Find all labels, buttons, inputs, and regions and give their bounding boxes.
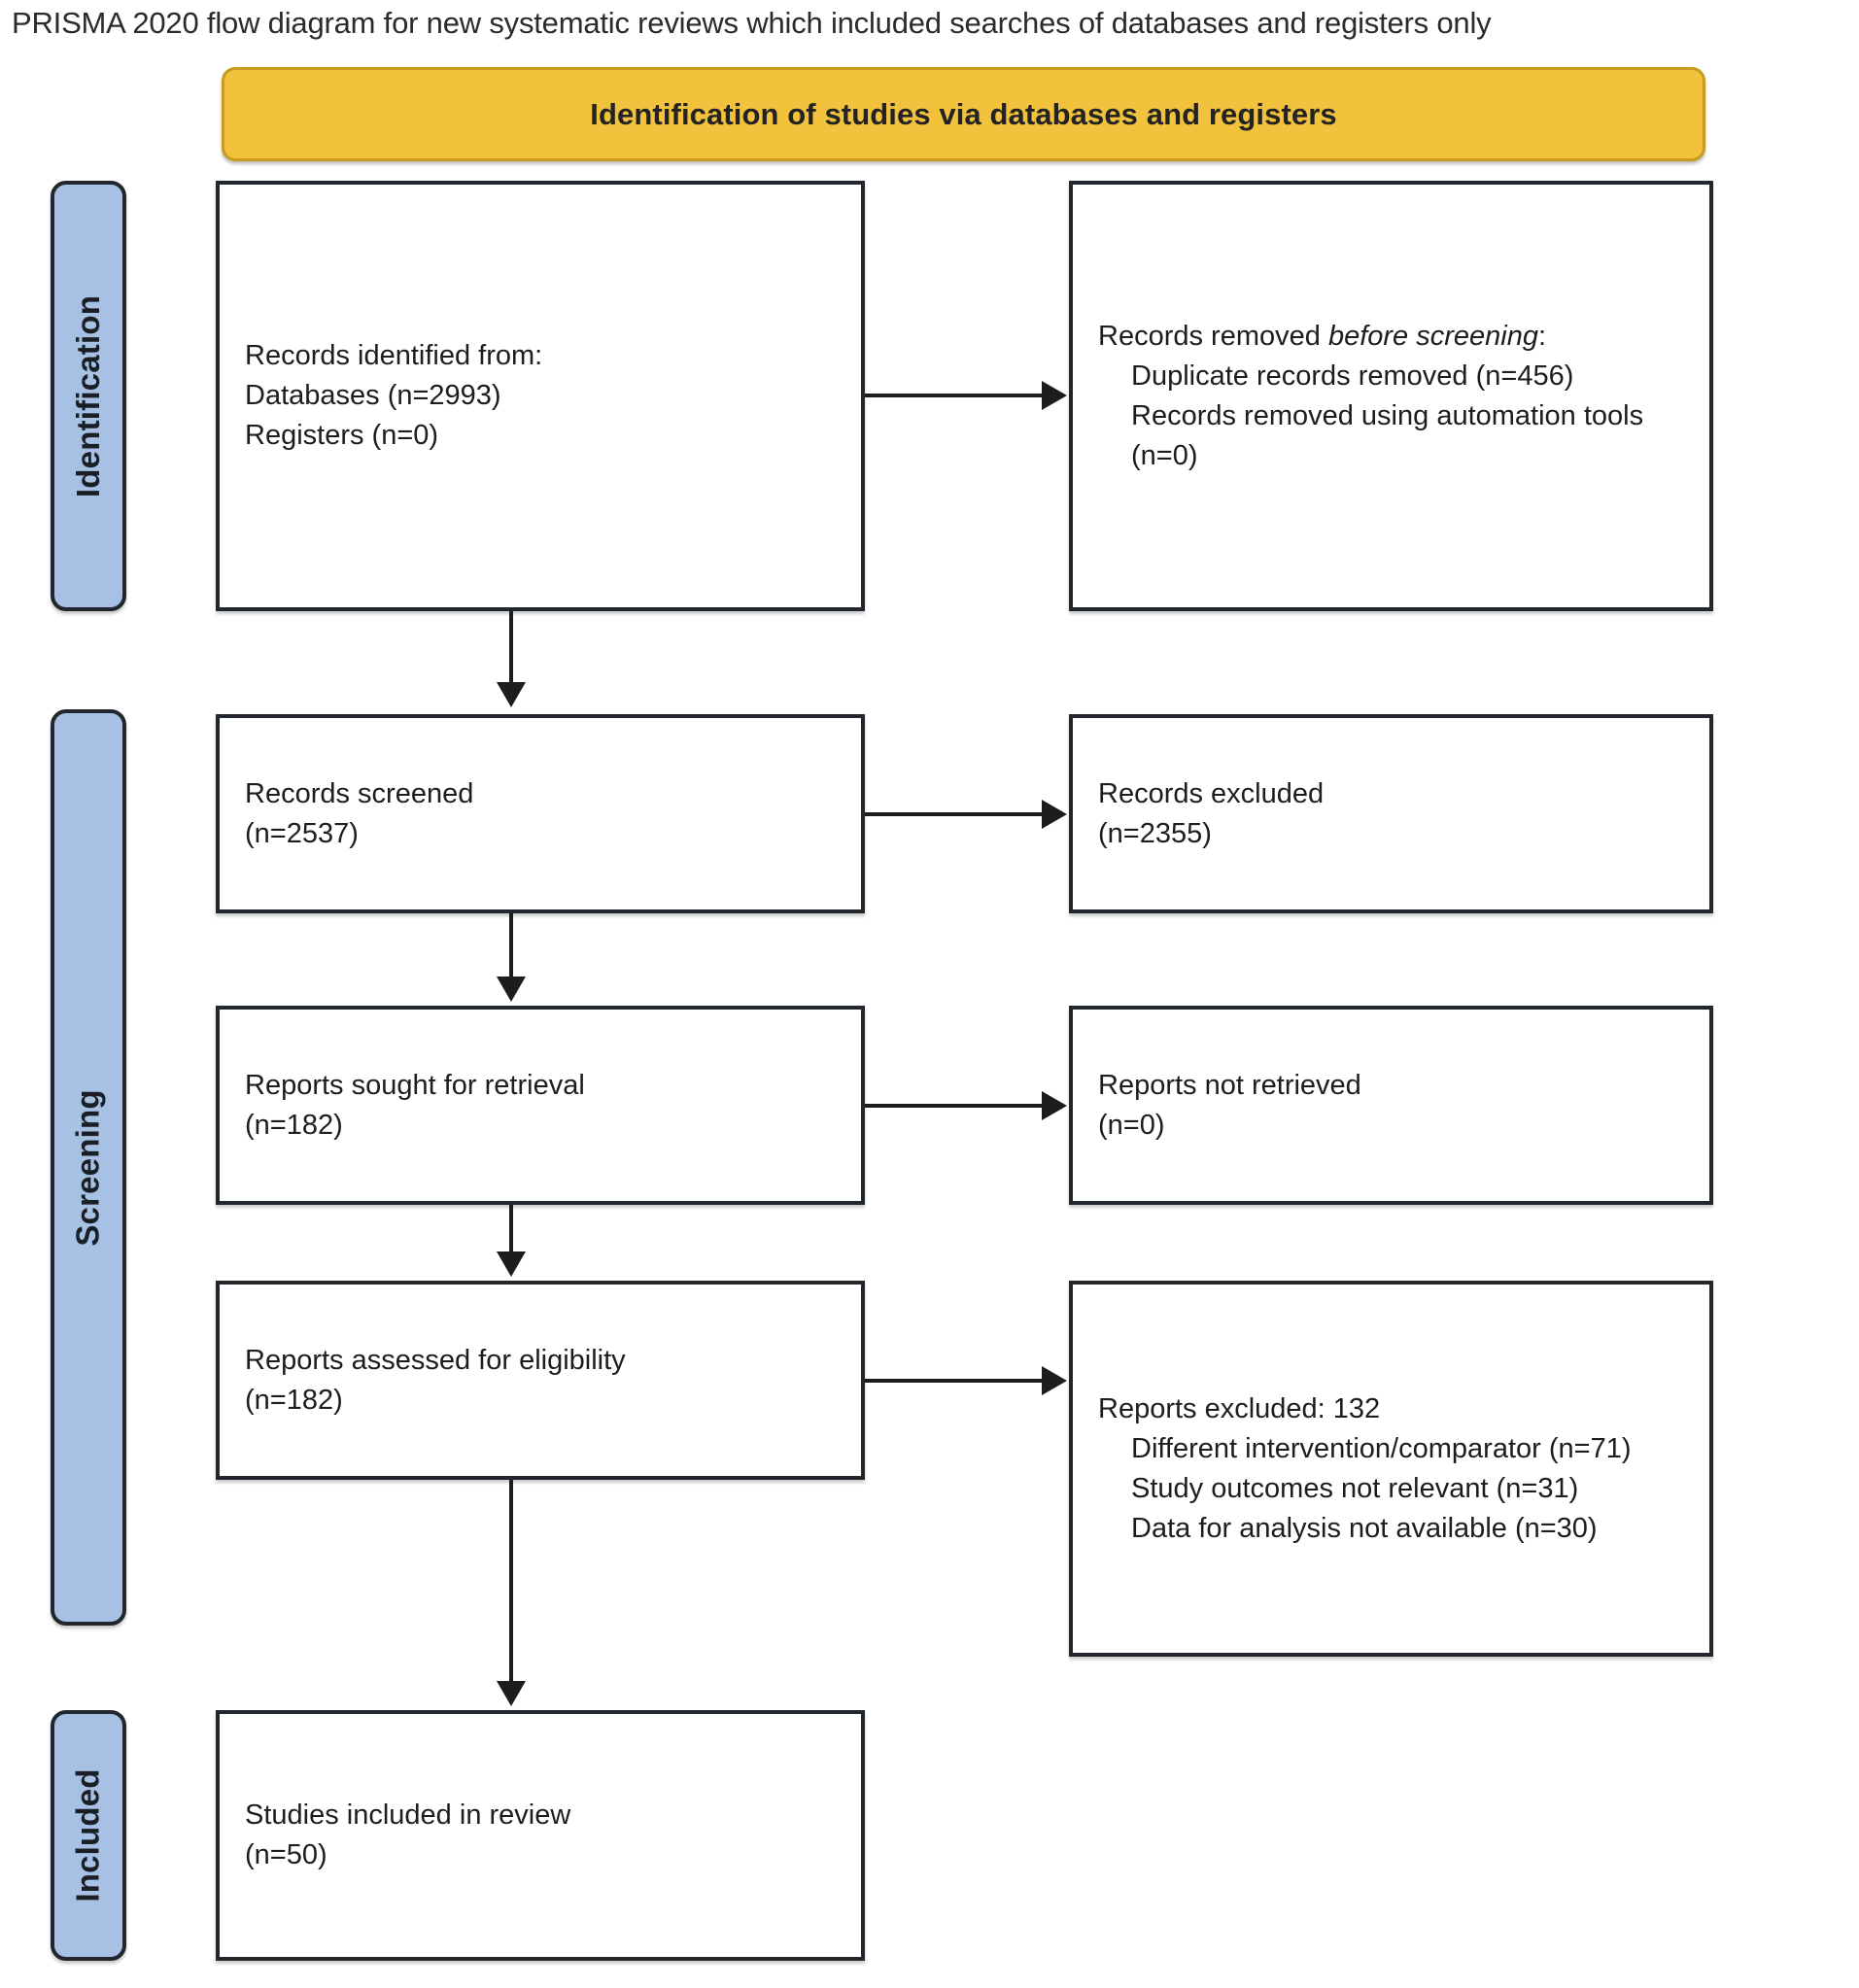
box-reports-not-retrieved: Reports not retrieved (n=0) [1069, 1006, 1713, 1205]
reports-excluded-reason-2: Study outcomes not relevant (n=31) [1131, 1472, 1579, 1504]
connector-screened-to-sought [509, 913, 513, 979]
box-studies-included-text: Studies included in review (n=50) [220, 1796, 596, 1875]
records-removed-suffix: : [1537, 320, 1547, 352]
records-removed-heading: Records removed before screening: [1098, 317, 1684, 357]
phase-bar-included: Included [51, 1710, 126, 1961]
page-title: PRISMA 2020 flow diagram for new systema… [12, 6, 1492, 40]
reports-assessed-count: (n=182) [245, 1384, 343, 1416]
identification-banner-label: Identification of studies via databases … [590, 96, 1337, 131]
records-screened-count: (n=2537) [245, 817, 359, 849]
phase-label-screening: Screening [70, 1088, 107, 1247]
records-screened-label: Records screened [245, 777, 474, 809]
box-records-removed-before-screening-text: Records removed before screening: Duplic… [1073, 317, 1709, 476]
arrowhead-down-to-included [497, 1681, 526, 1706]
records-removed-prefix: Records removed [1098, 320, 1328, 352]
studies-included-label: Studies included in review [245, 1799, 571, 1831]
box-reports-assessed-for-eligibility: Reports assessed for eligibility (n=182) [216, 1281, 865, 1480]
box-records-screened-text: Records screened (n=2537) [220, 774, 499, 854]
connector-assessed-to-included [509, 1480, 513, 1684]
reports-not-retrieved-label: Reports not retrieved [1098, 1069, 1361, 1101]
box-records-excluded-text: Records excluded (n=2355) [1073, 774, 1349, 854]
box-records-identified-text: Records identified from: Databases (n=29… [220, 336, 568, 456]
phase-bar-screening: Screening [51, 709, 126, 1626]
arrowhead-down-to-sought [497, 977, 526, 1002]
box-reports-not-retrieved-text: Reports not retrieved (n=0) [1073, 1066, 1387, 1146]
box-records-removed-before-screening: Records removed before screening: Duplic… [1069, 181, 1713, 611]
box-reports-sought-text: Reports sought for retrieval (n=182) [220, 1066, 610, 1146]
box-studies-included-in-review: Studies included in review (n=50) [216, 1710, 865, 1961]
box-reports-excluded-text: Reports excluded: 132 Different interven… [1073, 1389, 1656, 1549]
records-identified-line3: Registers (n=0) [245, 420, 439, 451]
box-records-identified: Records identified from: Databases (n=29… [216, 181, 865, 611]
arrowhead-down-to-screened [497, 682, 526, 707]
arrowhead-right-to-not-retrieved [1042, 1091, 1067, 1120]
connector-sought-to-assessed [509, 1205, 513, 1254]
arrowhead-right-to-reports-excluded [1042, 1366, 1067, 1395]
duplicate-records-removed: Duplicate records removed (n=456) [1131, 360, 1574, 392]
studies-included-count: (n=50) [245, 1839, 327, 1870]
reports-sought-label: Reports sought for retrieval [245, 1069, 585, 1101]
records-excluded-count: (n=2355) [1098, 817, 1212, 849]
reports-excluded-reason-3: Data for analysis not available (n=30) [1131, 1512, 1598, 1544]
records-removed-automation: Records removed using automation tools (… [1131, 399, 1644, 471]
box-records-excluded: Records excluded (n=2355) [1069, 714, 1713, 913]
connector-identified-to-screened [509, 611, 513, 685]
records-removed-italic: before screening [1327, 320, 1538, 352]
records-identified-line1: Records identified from: [245, 340, 543, 371]
phase-bar-identification: Identification [51, 181, 126, 611]
records-identified-line2: Databases (n=2993) [245, 380, 501, 411]
box-records-screened: Records screened (n=2537) [216, 714, 865, 913]
reports-excluded-heading: Reports excluded: 132 [1098, 1392, 1381, 1424]
arrowhead-right-to-excluded [1042, 800, 1067, 829]
connector-identified-to-removed [865, 394, 1044, 397]
arrowhead-right-to-removed [1042, 381, 1067, 410]
box-reports-excluded: Reports excluded: 132 Different interven… [1069, 1281, 1713, 1657]
box-reports-assessed-text: Reports assessed for eligibility (n=182) [220, 1341, 651, 1421]
connector-assessed-to-reports-excluded [865, 1379, 1044, 1383]
phase-label-identification: Identification [70, 294, 107, 497]
identification-banner: Identification of studies via databases … [222, 67, 1705, 161]
connector-screened-to-excluded [865, 812, 1044, 816]
reports-not-retrieved-count: (n=0) [1098, 1109, 1165, 1141]
records-excluded-label: Records excluded [1098, 777, 1325, 809]
connector-sought-to-not-retrieved [865, 1104, 1044, 1108]
reports-excluded-reason-1: Different intervention/comparator (n=71) [1131, 1432, 1632, 1464]
reports-sought-count: (n=182) [245, 1109, 343, 1141]
arrowhead-down-to-assessed [497, 1251, 526, 1277]
box-reports-sought-for-retrieval: Reports sought for retrieval (n=182) [216, 1006, 865, 1205]
phase-label-included: Included [70, 1768, 106, 1902]
reports-assessed-label: Reports assessed for eligibility [245, 1344, 626, 1376]
